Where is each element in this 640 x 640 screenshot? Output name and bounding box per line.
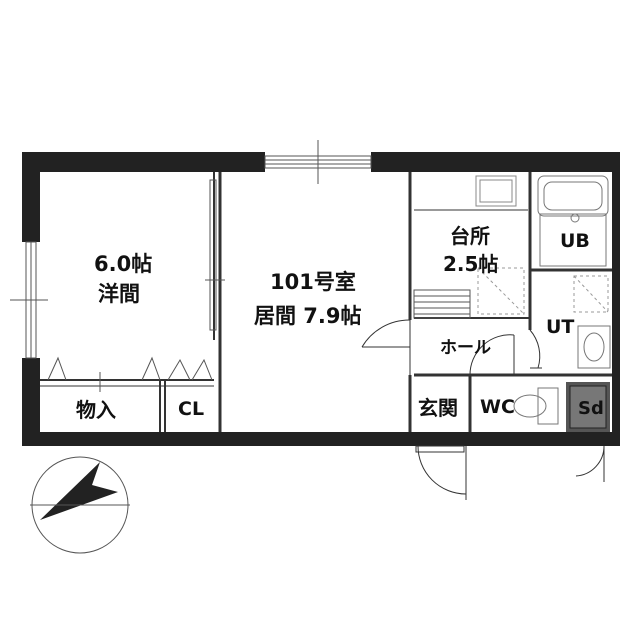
- entrance-door: [415, 445, 467, 500]
- closet-label: CL: [178, 398, 205, 420]
- living-room-label: 居間 7.9帖: [254, 304, 362, 328]
- western-room-name: 洋間: [98, 282, 140, 306]
- window-top: [264, 140, 372, 184]
- stairs: [413, 289, 471, 319]
- window-left: [10, 241, 48, 359]
- bath-label: UB: [560, 230, 590, 252]
- hall-doors: [469, 329, 542, 376]
- washer-space: [573, 275, 609, 313]
- entrance-label: 玄関: [418, 396, 458, 420]
- shoe-storage-label: Sd: [578, 398, 604, 419]
- closet-doors: [47, 356, 213, 392]
- storage-door: [575, 445, 605, 482]
- north-arrow-icon: [30, 456, 130, 554]
- bathtub: [537, 175, 609, 267]
- toilet-label: WC: [480, 396, 515, 418]
- utility-label: UT: [546, 316, 575, 338]
- washbasin: [577, 325, 611, 369]
- toilet-fixture: [513, 387, 559, 425]
- hall-label: ホール: [440, 338, 491, 358]
- unit-number: 101号室: [270, 270, 356, 294]
- exterior-walls: [22, 152, 620, 446]
- kitchen-size: 2.5帖: [443, 252, 499, 276]
- refrigerator-space: [477, 267, 525, 315]
- shoe-storage-box: [566, 382, 610, 432]
- living-door: [361, 319, 411, 375]
- western-room-size: 6.0帖: [94, 252, 153, 276]
- kitchen-sink: [475, 175, 517, 207]
- kitchen-name: 台所: [450, 224, 490, 248]
- storage-label: 物入: [76, 398, 116, 422]
- sliding-door-western: [205, 179, 225, 331]
